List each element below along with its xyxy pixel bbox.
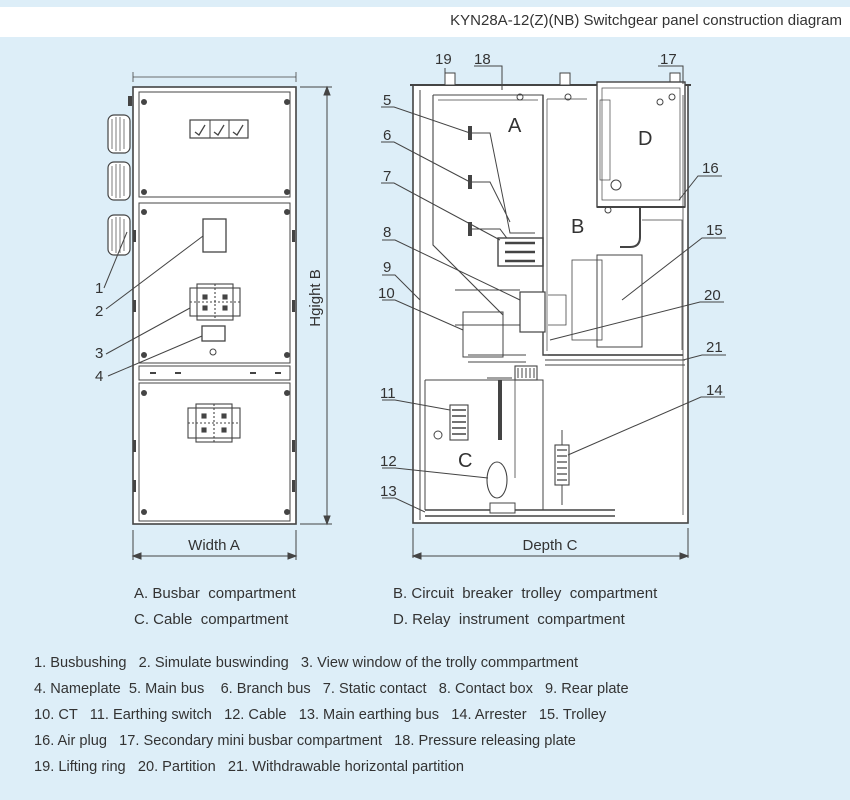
relay-compartment-d [596,81,686,208]
front-screws [128,96,295,515]
leader-1 [103,231,128,289]
compartment-a: A. Busbar compartment [134,585,296,602]
callout-16: 16 [702,160,719,177]
side-view [381,65,726,560]
callout-13: 13 [380,483,397,500]
callout-6: 6 [383,127,391,144]
callout-10: 10 [378,285,395,302]
legend-line-2: 4. Nameplate 5. Main bus 6. Branch bus 7… [34,681,629,697]
nameplate-icon [201,325,226,342]
front-view [103,72,332,560]
leader-17 [658,65,684,84]
leader-6 [381,141,471,183]
compartment-b: B. Circuit breaker trolley compartment [393,585,657,602]
leader-14 [567,396,725,456]
compartment-d-name: Relay instrument compartment [412,611,625,628]
leader-12 [382,467,489,479]
letter-a: A [508,115,522,137]
callout-3: 3 [95,345,103,362]
callout-20: 20 [704,287,721,304]
busbushing-icon [107,114,131,256]
compartment-d: D. Relay instrument compartment [393,611,625,628]
leader-10 [382,299,464,331]
leader-21 [682,354,726,361]
front-callouts: 1 2 3 4 [95,280,103,385]
callout-7: 7 [383,168,391,185]
callout-8: 8 [383,224,391,241]
letter-c: C [458,450,472,472]
front-bottom-door [138,382,291,522]
front-top-door [138,91,291,198]
leader-13 [382,497,426,513]
leader-9 [382,274,421,301]
legend-line-1: 1. Busbushing 2. Simulate buswinding 3. … [34,655,579,671]
compartment-a-name: Busbar compartment [152,585,296,602]
depth-label: Depth C [522,537,577,554]
compartment-b-key: B. [393,585,408,602]
construction-diagram: 1 2 3 4 Width A Hgight B [95,51,726,560]
front-middle-door [138,202,291,364]
letter-b: B [571,216,584,238]
callout-5: 5 [383,92,391,109]
width-dimension-line [132,530,297,560]
callout-18: 18 [474,51,491,68]
callout-19: 19 [435,51,452,68]
leader-5 [381,106,471,134]
leader-11 [382,399,451,411]
compartment-a-key: A. [134,585,149,602]
compartment-c: C. Cable compartment [134,611,288,628]
leader-8 [382,239,521,301]
cable-window-icon [187,403,241,443]
callout-2: 2 [95,303,103,320]
legend-line-5: 19. Lifting ring 20. Partition 21. Withd… [34,759,464,775]
callout-12: 12 [380,453,397,470]
compartment-b-name: Circuit breaker trolley compartment [411,585,658,602]
side-callouts: 19 18 17 5 6 7 16 15 8 9 10 20 21 11 14 … [378,51,723,500]
compartment-letters: A B C D [458,115,652,472]
legend-line-3: 10. CT 11. Earthing switch 12. Cable 13.… [34,707,607,723]
depth-dimension-line [412,528,689,558]
leader-7 [381,182,501,241]
leader-3 [105,307,191,355]
compartment-d-key: D. [393,611,408,628]
leader-15 [621,237,726,301]
callout-1: 1 [95,280,103,297]
compartment-c-key: C. [134,611,149,628]
leader-16 [678,175,722,201]
cable-compartment-c [424,379,544,510]
front-separator-band [138,365,291,381]
callout-15: 15 [706,222,723,239]
callout-14: 14 [706,382,723,399]
letter-d: D [638,128,652,150]
compartment-c-name: Cable compartment [153,611,289,628]
leader-18 [474,65,503,90]
legend-line-4: 16. Air plug 17. Secondary mini busbar c… [34,733,576,749]
header-bar [0,7,850,37]
simulate-buswinding-icon [189,119,249,139]
callout-11: 11 [380,385,396,402]
view-window-icon [202,218,227,253]
trolley [596,254,643,348]
callout-9: 9 [383,259,391,276]
trolley-window-icon [189,283,241,321]
leader-4 [107,335,203,377]
leader-2 [105,235,204,310]
diagram-title: KYN28A-12(Z)(NB) Switchgear panel constr… [450,12,842,29]
main-earthing-bus [425,509,615,517]
leader-20 [549,301,724,341]
height-label: Hgight B [307,269,324,327]
callout-17: 17 [660,51,677,68]
callout-21: 21 [706,339,723,356]
callout-4: 4 [95,368,103,385]
width-label: Width A [188,537,240,554]
